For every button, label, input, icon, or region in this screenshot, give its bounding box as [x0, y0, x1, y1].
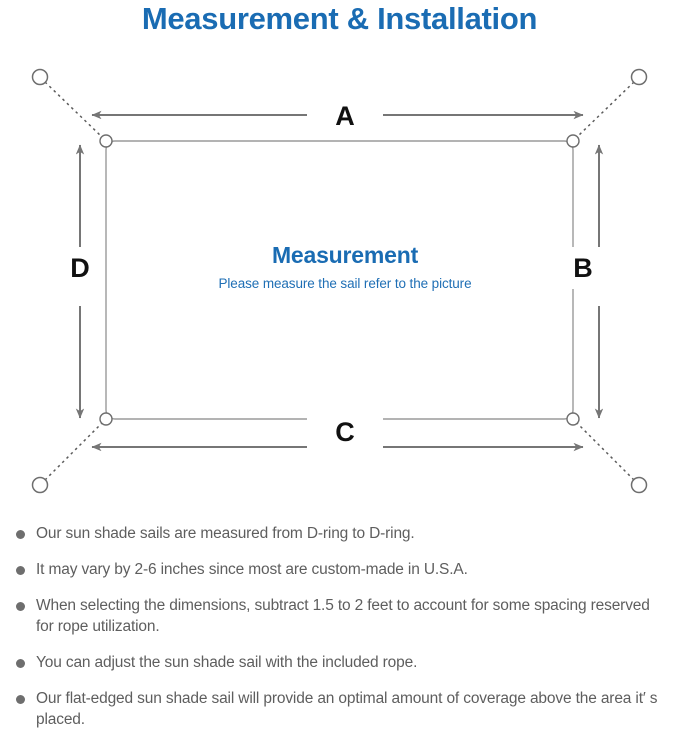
note-text: Our sun shade sails are measured from D-… — [36, 525, 415, 542]
anchor-top-left-icon — [31, 68, 49, 86]
list-item: Our sun shade sails are measured from D-… — [0, 523, 679, 544]
rope-top-right — [576, 81, 635, 138]
bullet-icon — [16, 602, 25, 611]
bullet-icon — [16, 566, 25, 575]
d-ring-bottom-right-icon — [566, 412, 580, 426]
bullet-icon — [16, 530, 25, 539]
rope-bottom-right — [576, 422, 635, 481]
page-title: Measurement & Installation — [141, 1, 538, 36]
sail-outline — [105, 140, 574, 420]
anchor-top-right-icon — [630, 68, 648, 86]
measurement-diagram: Measurement Please measure the sail refe… — [0, 44, 679, 514]
note-text: When selecting the dimensions, subtract … — [36, 597, 650, 635]
d-ring-bottom-left-icon — [99, 412, 113, 426]
dimension-label-b: B — [566, 247, 600, 289]
dimension-label-c: C — [307, 416, 383, 448]
note-text: Our flat-edged sun shade sail will provi… — [36, 690, 658, 728]
note-text: It may vary by 2-6 inches since most are… — [36, 561, 468, 578]
d-ring-top-right-icon — [566, 134, 580, 148]
list-item: When selecting the dimensions, subtract … — [0, 595, 679, 637]
anchor-bottom-left-icon — [31, 476, 49, 494]
dimension-label-a: A — [307, 100, 383, 132]
anchor-bottom-right-icon — [630, 476, 648, 494]
bullet-icon — [16, 695, 25, 704]
rope-top-left — [44, 81, 103, 138]
list-item: You can adjust the sun shade sail with t… — [0, 652, 679, 673]
notes-list: Our sun shade sails are measured from D-… — [0, 523, 679, 745]
dimension-label-d: D — [63, 247, 97, 289]
note-text: You can adjust the sun shade sail with t… — [36, 654, 418, 671]
rope-bottom-left — [44, 422, 103, 481]
list-item: Our flat-edged sun shade sail will provi… — [0, 688, 679, 730]
list-item: It may vary by 2-6 inches since most are… — [0, 559, 679, 580]
bullet-icon — [16, 659, 25, 668]
d-ring-top-left-icon — [99, 134, 113, 148]
